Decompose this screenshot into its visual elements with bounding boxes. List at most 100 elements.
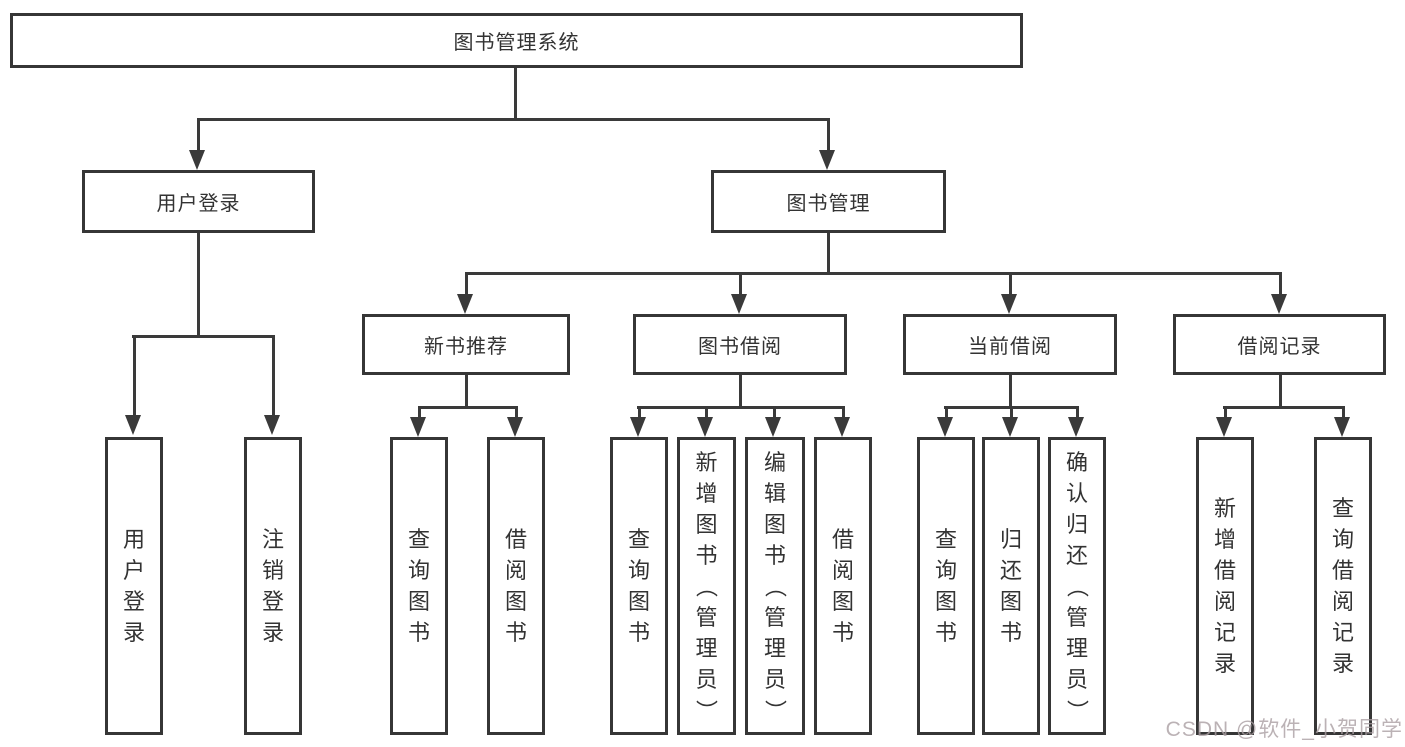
connector-hline bbox=[418, 406, 518, 409]
node-book-borrowing: 图书借阅 bbox=[633, 314, 847, 375]
vertical-char: 书 bbox=[934, 620, 957, 645]
connector-vline bbox=[465, 375, 468, 406]
vertical-char: 询 bbox=[627, 558, 650, 583]
vertical-char: 借 bbox=[1331, 558, 1354, 583]
connector-vline bbox=[638, 406, 641, 423]
leaf-label: 查询图书 bbox=[935, 524, 957, 648]
leaf-label: 借阅图书 bbox=[505, 524, 527, 648]
vertical-char: 借 bbox=[504, 527, 527, 552]
vertical-char: 管 bbox=[763, 604, 786, 630]
vertical-char: 图 bbox=[999, 589, 1022, 614]
vertical-char: 借 bbox=[1213, 558, 1236, 583]
leaf-label: 归还图书 bbox=[1000, 524, 1022, 648]
leaf-label: 新增图书（管理员） bbox=[694, 447, 719, 726]
vertical-char: 新 bbox=[695, 449, 718, 475]
node-label: 当前借阅 bbox=[968, 336, 1052, 358]
vertical-char: 查 bbox=[1331, 496, 1354, 521]
vertical-char: 录 bbox=[122, 620, 145, 645]
vertical-char: 询 bbox=[407, 558, 430, 583]
vertical-char: 图 bbox=[504, 589, 527, 614]
connector-vline bbox=[739, 272, 742, 300]
node-borrowing-records: 借阅记录 bbox=[1173, 314, 1386, 375]
vertical-char: 图 bbox=[763, 511, 786, 537]
node-label: 图书借阅 bbox=[698, 336, 782, 358]
connector-vline bbox=[197, 233, 200, 335]
leaf-return-books: 归还图书 bbox=[982, 437, 1040, 735]
node-book-management: 图书管理 bbox=[711, 170, 946, 233]
node-label: 图书管理 bbox=[786, 193, 871, 215]
leaf-label: 编辑图书（管理员） bbox=[762, 447, 787, 726]
connector-vline bbox=[827, 233, 830, 272]
arrowhead-down bbox=[264, 415, 280, 435]
leaf-edit-book-admin: 编辑图书（管理员） bbox=[745, 437, 805, 735]
vertical-char: （ bbox=[693, 574, 719, 598]
arrowhead-down bbox=[697, 417, 713, 437]
vertical-char: 询 bbox=[934, 558, 957, 583]
leaf-label: 查询图书 bbox=[628, 524, 650, 648]
leaf-label: 用户登录 bbox=[123, 524, 145, 648]
vertical-char: 阅 bbox=[831, 558, 854, 583]
vertical-char: 书 bbox=[627, 620, 650, 645]
vertical-char: 认 bbox=[1065, 480, 1088, 506]
arrowhead-down bbox=[507, 417, 523, 437]
watermark: CSDN @软件_小贺同学 bbox=[1165, 718, 1403, 741]
vertical-char: 确 bbox=[1065, 449, 1088, 475]
vertical-char: 用 bbox=[122, 527, 145, 552]
vertical-char: 录 bbox=[1213, 651, 1236, 676]
arrowhead-down bbox=[125, 415, 141, 435]
connector-vline bbox=[133, 335, 136, 421]
leaf-label: 查询图书 bbox=[408, 524, 430, 648]
vertical-char: 图 bbox=[934, 589, 957, 614]
connector-vline bbox=[1076, 406, 1079, 423]
leaf-query-books-borrow: 查询图书 bbox=[610, 437, 668, 735]
vertical-char: 阅 bbox=[504, 558, 527, 583]
connector-vline bbox=[1279, 375, 1282, 406]
node-book-management-system: 图书管理系统 bbox=[10, 13, 1023, 68]
vertical-char: 阅 bbox=[1331, 589, 1354, 614]
node-user-login: 用户登录 bbox=[82, 170, 315, 233]
arrowhead-down bbox=[630, 417, 646, 437]
vertical-char: 户 bbox=[122, 558, 145, 583]
vertical-char: ） bbox=[762, 698, 788, 722]
connector-vline bbox=[1010, 406, 1013, 423]
connector-vline bbox=[1342, 406, 1345, 423]
connector-hline bbox=[197, 118, 830, 121]
vertical-char: 图 bbox=[831, 589, 854, 614]
arrowhead-down bbox=[765, 417, 781, 437]
vertical-char: 书 bbox=[763, 542, 786, 568]
leaf-add-borrow-record: 新增借阅记录 bbox=[1196, 437, 1254, 735]
vertical-char: 查 bbox=[934, 527, 957, 552]
vertical-char: ） bbox=[1064, 698, 1090, 722]
connector-hline bbox=[637, 406, 844, 409]
vertical-char: 书 bbox=[831, 620, 854, 645]
arrowhead-down bbox=[731, 294, 747, 314]
connector-vline bbox=[515, 406, 518, 423]
arrowhead-down bbox=[1001, 294, 1017, 314]
arrowhead-down bbox=[937, 417, 953, 437]
node-new-book-recommendation: 新书推荐 bbox=[362, 314, 570, 375]
arrowhead-down bbox=[1216, 417, 1232, 437]
connector-vline bbox=[827, 118, 830, 156]
node-label: 图书管理系统 bbox=[453, 32, 580, 54]
vertical-char: 还 bbox=[999, 558, 1022, 583]
vertical-char: 录 bbox=[261, 620, 284, 645]
node-label: 新书推荐 bbox=[424, 336, 508, 358]
vertical-char: 销 bbox=[261, 558, 284, 583]
leaf-query-books-current: 查询图书 bbox=[917, 437, 975, 735]
vertical-char: 增 bbox=[1213, 527, 1236, 552]
connector-hline bbox=[132, 335, 274, 338]
vertical-char: 员 bbox=[763, 666, 786, 692]
vertical-char: 书 bbox=[407, 620, 430, 645]
arrowhead-down bbox=[834, 417, 850, 437]
vertical-char: 记 bbox=[1213, 620, 1236, 645]
vertical-char: 询 bbox=[1331, 527, 1354, 552]
connector-vline bbox=[842, 406, 845, 423]
connector-vline bbox=[197, 118, 200, 156]
leaf-label: 查询借阅记录 bbox=[1332, 493, 1354, 679]
leaf-add-book-admin: 新增图书（管理员） bbox=[677, 437, 736, 735]
vertical-char: 录 bbox=[1331, 651, 1354, 676]
vertical-char: （ bbox=[1064, 574, 1090, 598]
leaf-borrow-books: 借阅图书 bbox=[814, 437, 872, 735]
node-label: 借阅记录 bbox=[1237, 336, 1322, 358]
